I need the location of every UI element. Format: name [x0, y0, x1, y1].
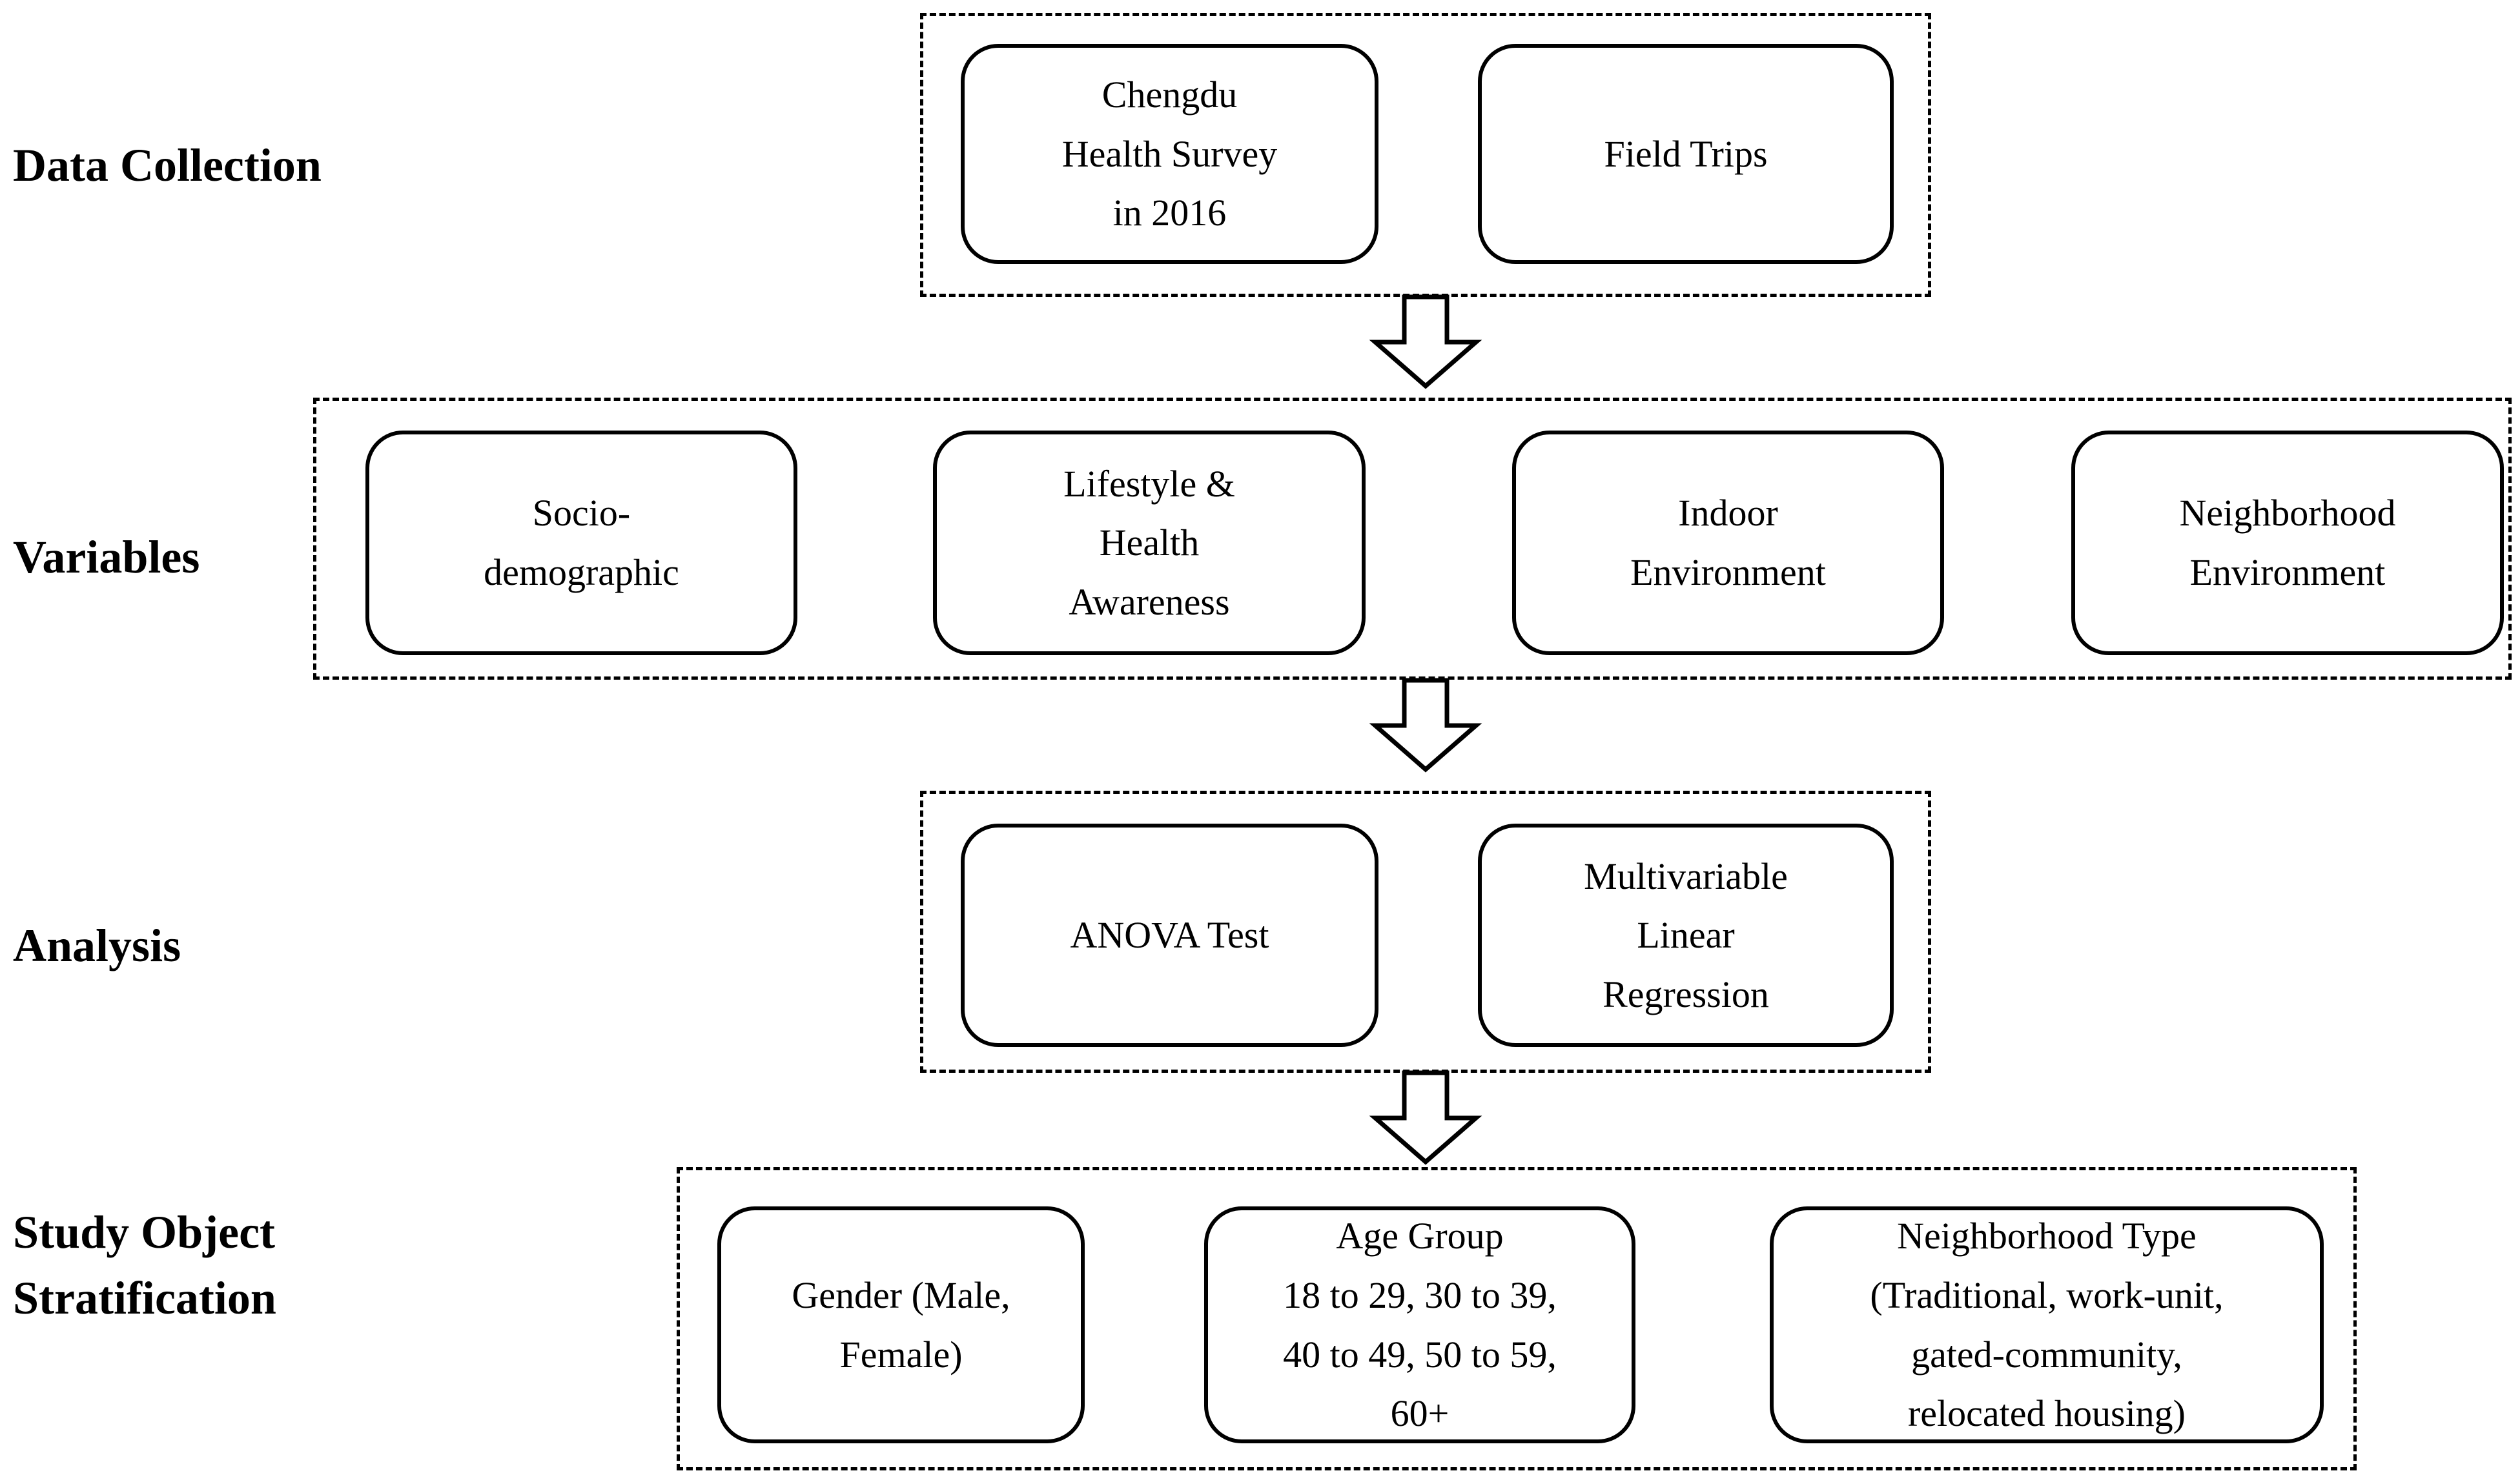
box-neighborhood-type: Neighborhood Type (Traditional, work-uni…: [1770, 1206, 2324, 1443]
stratification-group: Gender (Male, Female) Age Group 18 to 29…: [677, 1167, 2357, 1470]
row-label-variables: Variables: [13, 531, 200, 583]
variables-group: Socio- demographic Lifestyle & Health Aw…: [313, 398, 2512, 680]
box-field-trips: Field Trips: [1478, 44, 1894, 264]
box-chengdu-health-survey: Chengdu Health Survey in 2016: [961, 44, 1378, 264]
down-arrow-icon: [1369, 678, 1482, 773]
box-age-group: Age Group 18 to 29, 30 to 39, 40 to 49, …: [1204, 1206, 1635, 1443]
box-lifestyle-health-awareness: Lifestyle & Health Awareness: [933, 431, 1366, 655]
down-arrow-icon: [1369, 294, 1482, 389]
box-socio-demographic: Socio- demographic: [365, 431, 797, 655]
down-arrow-icon: [1369, 1070, 1482, 1165]
analysis-group: ANOVA Test Multivariable Linear Regressi…: [920, 791, 1931, 1073]
box-multivariable-linear-regression: Multivariable Linear Regression: [1478, 824, 1894, 1047]
data-collection-group: Chengdu Health Survey in 2016 Field Trip…: [920, 13, 1931, 297]
row-label-analysis: Analysis: [13, 920, 181, 971]
box-neighborhood-environment: Neighborhood Environment: [2071, 431, 2504, 655]
box-anova-test: ANOVA Test: [961, 824, 1378, 1047]
box-indoor-environment: Indoor Environment: [1512, 431, 1944, 655]
box-gender: Gender (Male, Female): [717, 1206, 1085, 1443]
row-label-study-object-stratification: Study Object Stratification: [13, 1206, 276, 1325]
row-label-data-collection: Data Collection: [13, 139, 322, 191]
